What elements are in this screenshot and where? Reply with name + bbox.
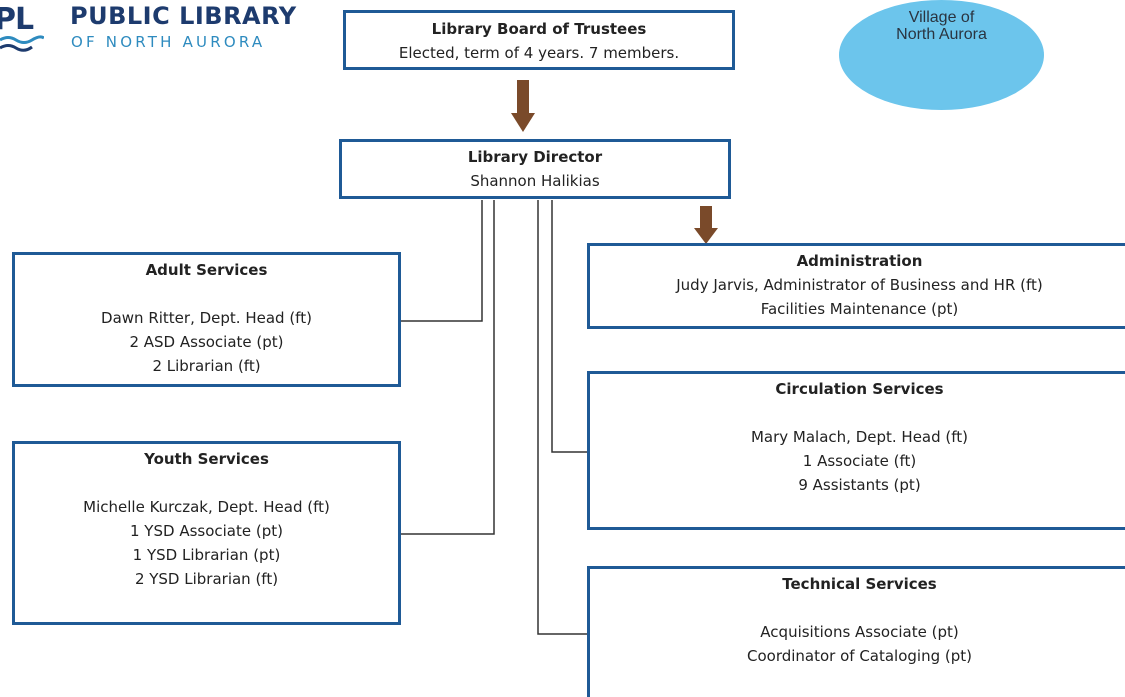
box-title: Library Director <box>467 148 603 166</box>
technical-services-box: Technical Services Acquisitions Associat… <box>587 566 1125 697</box>
connector-youth-services <box>401 200 495 535</box>
box-line: 9 Assistants (pt) <box>798 476 921 494</box>
logo-mark: PL <box>0 2 34 37</box>
box-line: Acquisitions Associate (pt) <box>760 623 959 641</box>
box-title: Youth Services <box>144 450 269 468</box>
box-title: Technical Services <box>782 575 937 593</box>
connector-circulation-services <box>551 200 587 453</box>
box-title: Administration <box>796 252 923 270</box>
connector-technical-services <box>537 200 587 635</box>
box-line: Mary Malach, Dept. Head (ft) <box>750 428 969 446</box>
village-line: North Aurora <box>896 26 987 43</box>
youth-services-box: Youth Services Michelle Kurczak, Dept. H… <box>12 441 401 625</box>
box-title: Library Board of Trustees <box>431 20 647 38</box>
box-line: 1 Associate (ft) <box>802 452 917 470</box>
box-line: Shannon Halikias <box>470 172 600 190</box>
box-line: 2 YSD Librarian (ft) <box>134 570 279 588</box>
wave-icon <box>0 35 44 52</box>
box-line: Facilities Maintenance (pt) <box>760 300 959 318</box>
box-line: 2 ASD Associate (pt) <box>129 333 284 351</box>
circulation-services-box: Circulation Services Mary Malach, Dept. … <box>587 371 1125 530</box>
box-title: Circulation Services <box>775 380 944 398</box>
box-line: Michelle Kurczak, Dept. Head (ft) <box>83 498 330 516</box>
connector-adult-services <box>401 200 483 322</box>
box-line: Dawn Ritter, Dept. Head (ft) <box>101 309 312 327</box>
box-line: 2 Librarian (ft) <box>152 357 261 375</box>
arrow-board-to-director <box>511 80 535 132</box>
box-title: Adult Services <box>145 261 268 279</box>
box-line: Elected, term of 4 years. 7 members. <box>398 44 680 62</box>
board-of-trustees-box: Library Board of Trustees Elected, term … <box>343 10 735 70</box>
box-line: Coordinator of Cataloging (pt) <box>746 647 972 665</box>
arrow-director-to-administration <box>694 206 718 244</box>
village-line: Village of <box>908 9 975 26</box>
library-logo: PL PUBLIC LIBRARY OF NORTH AURORA <box>0 0 320 60</box>
box-line: 1 YSD Associate (pt) <box>130 522 283 540</box>
administration-box: Administration Judy Jarvis, Administrato… <box>587 243 1125 329</box>
adult-services-box: Adult Services Dawn Ritter, Dept. Head (… <box>12 252 401 387</box>
village-ellipse: Village of North Aurora <box>839 0 1044 110</box>
logo-name: PUBLIC LIBRARY <box>70 2 297 30</box>
logo-subtitle: OF NORTH AURORA <box>71 33 266 51</box>
box-line: Judy Jarvis, Administrator of Business a… <box>676 276 1043 294</box>
library-director-box: Library Director Shannon Halikias <box>339 139 731 199</box>
box-line: 1 YSD Librarian (pt) <box>132 546 281 564</box>
